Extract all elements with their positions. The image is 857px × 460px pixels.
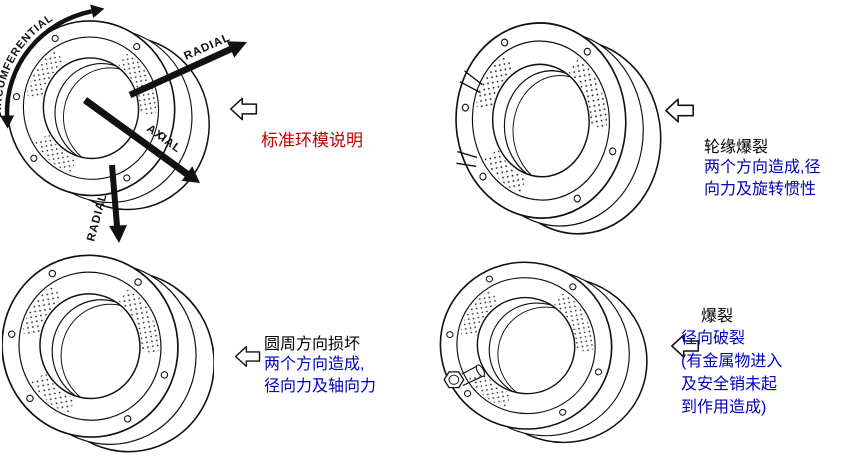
pointer-arrow-rim-burst	[665, 98, 694, 123]
circumferential-damage-description: 两个方向造成, 径向力及轴向力	[264, 354, 376, 398]
radial-arrowhead-top	[226, 41, 247, 58]
desc-line: 向力及旋转惯性	[704, 181, 817, 198]
axial-arrow	[82, 97, 190, 177]
circumferential-damage-title: 圆周方向损坏	[264, 336, 361, 353]
desc-line: 两个方向造成,	[264, 356, 365, 373]
pointer-arrow-circumferential-damage	[234, 345, 261, 368]
ring-die-illustration	[2, 250, 214, 460]
radial-arrowhead-bottom	[109, 225, 127, 243]
rim-burst-title: 轮缘爆裂	[704, 139, 769, 156]
shear-pin-bolt	[443, 364, 486, 389]
desc-line: 到作用造成)	[681, 399, 767, 416]
pointer-arrow-standard	[230, 97, 258, 121]
desc-line: 两个方向造成,径	[704, 159, 821, 176]
axial-arrowhead	[181, 166, 200, 183]
pointer-arrow-radial-burst	[671, 334, 700, 358]
desc-line: (有金属物进入	[681, 353, 783, 370]
rim-crack-marks	[456, 70, 483, 167]
radial-burst-description: 径向破裂 (有金属物进入 及安全销未起 到作用造成)	[681, 327, 782, 419]
desc-line: 及安全销未起	[681, 376, 778, 393]
desc-line: 径向力及轴向力	[264, 378, 377, 395]
circumferential-damage-ring-figure	[2, 250, 214, 460]
circumferential-arrowhead-bottom	[0, 115, 15, 129]
circumferential-arrowhead-top	[90, 4, 105, 19]
rim-burst-description: 两个方向造成,径 向力及旋转惯性	[704, 157, 820, 201]
standard-ring-die-label: 标准环模说明	[261, 131, 363, 150]
circumferential-arrow	[4, 9, 93, 116]
radial-arrow-top	[128, 46, 233, 98]
rim-burst-ring-figure	[452, 8, 666, 244]
radial-burst-title: 爆裂	[701, 308, 734, 325]
desc-line: 径向破裂	[681, 330, 746, 347]
radial-burst-ring-figure	[438, 256, 650, 454]
radial-arrow-bottom	[109, 164, 120, 227]
ring-die-illustration	[452, 8, 666, 244]
standard-ring-die-figure: CIRCUMFERENTIAL RADIAL AXIAL RADIAL	[0, 0, 247, 243]
ring-die-illustration	[438, 256, 650, 454]
